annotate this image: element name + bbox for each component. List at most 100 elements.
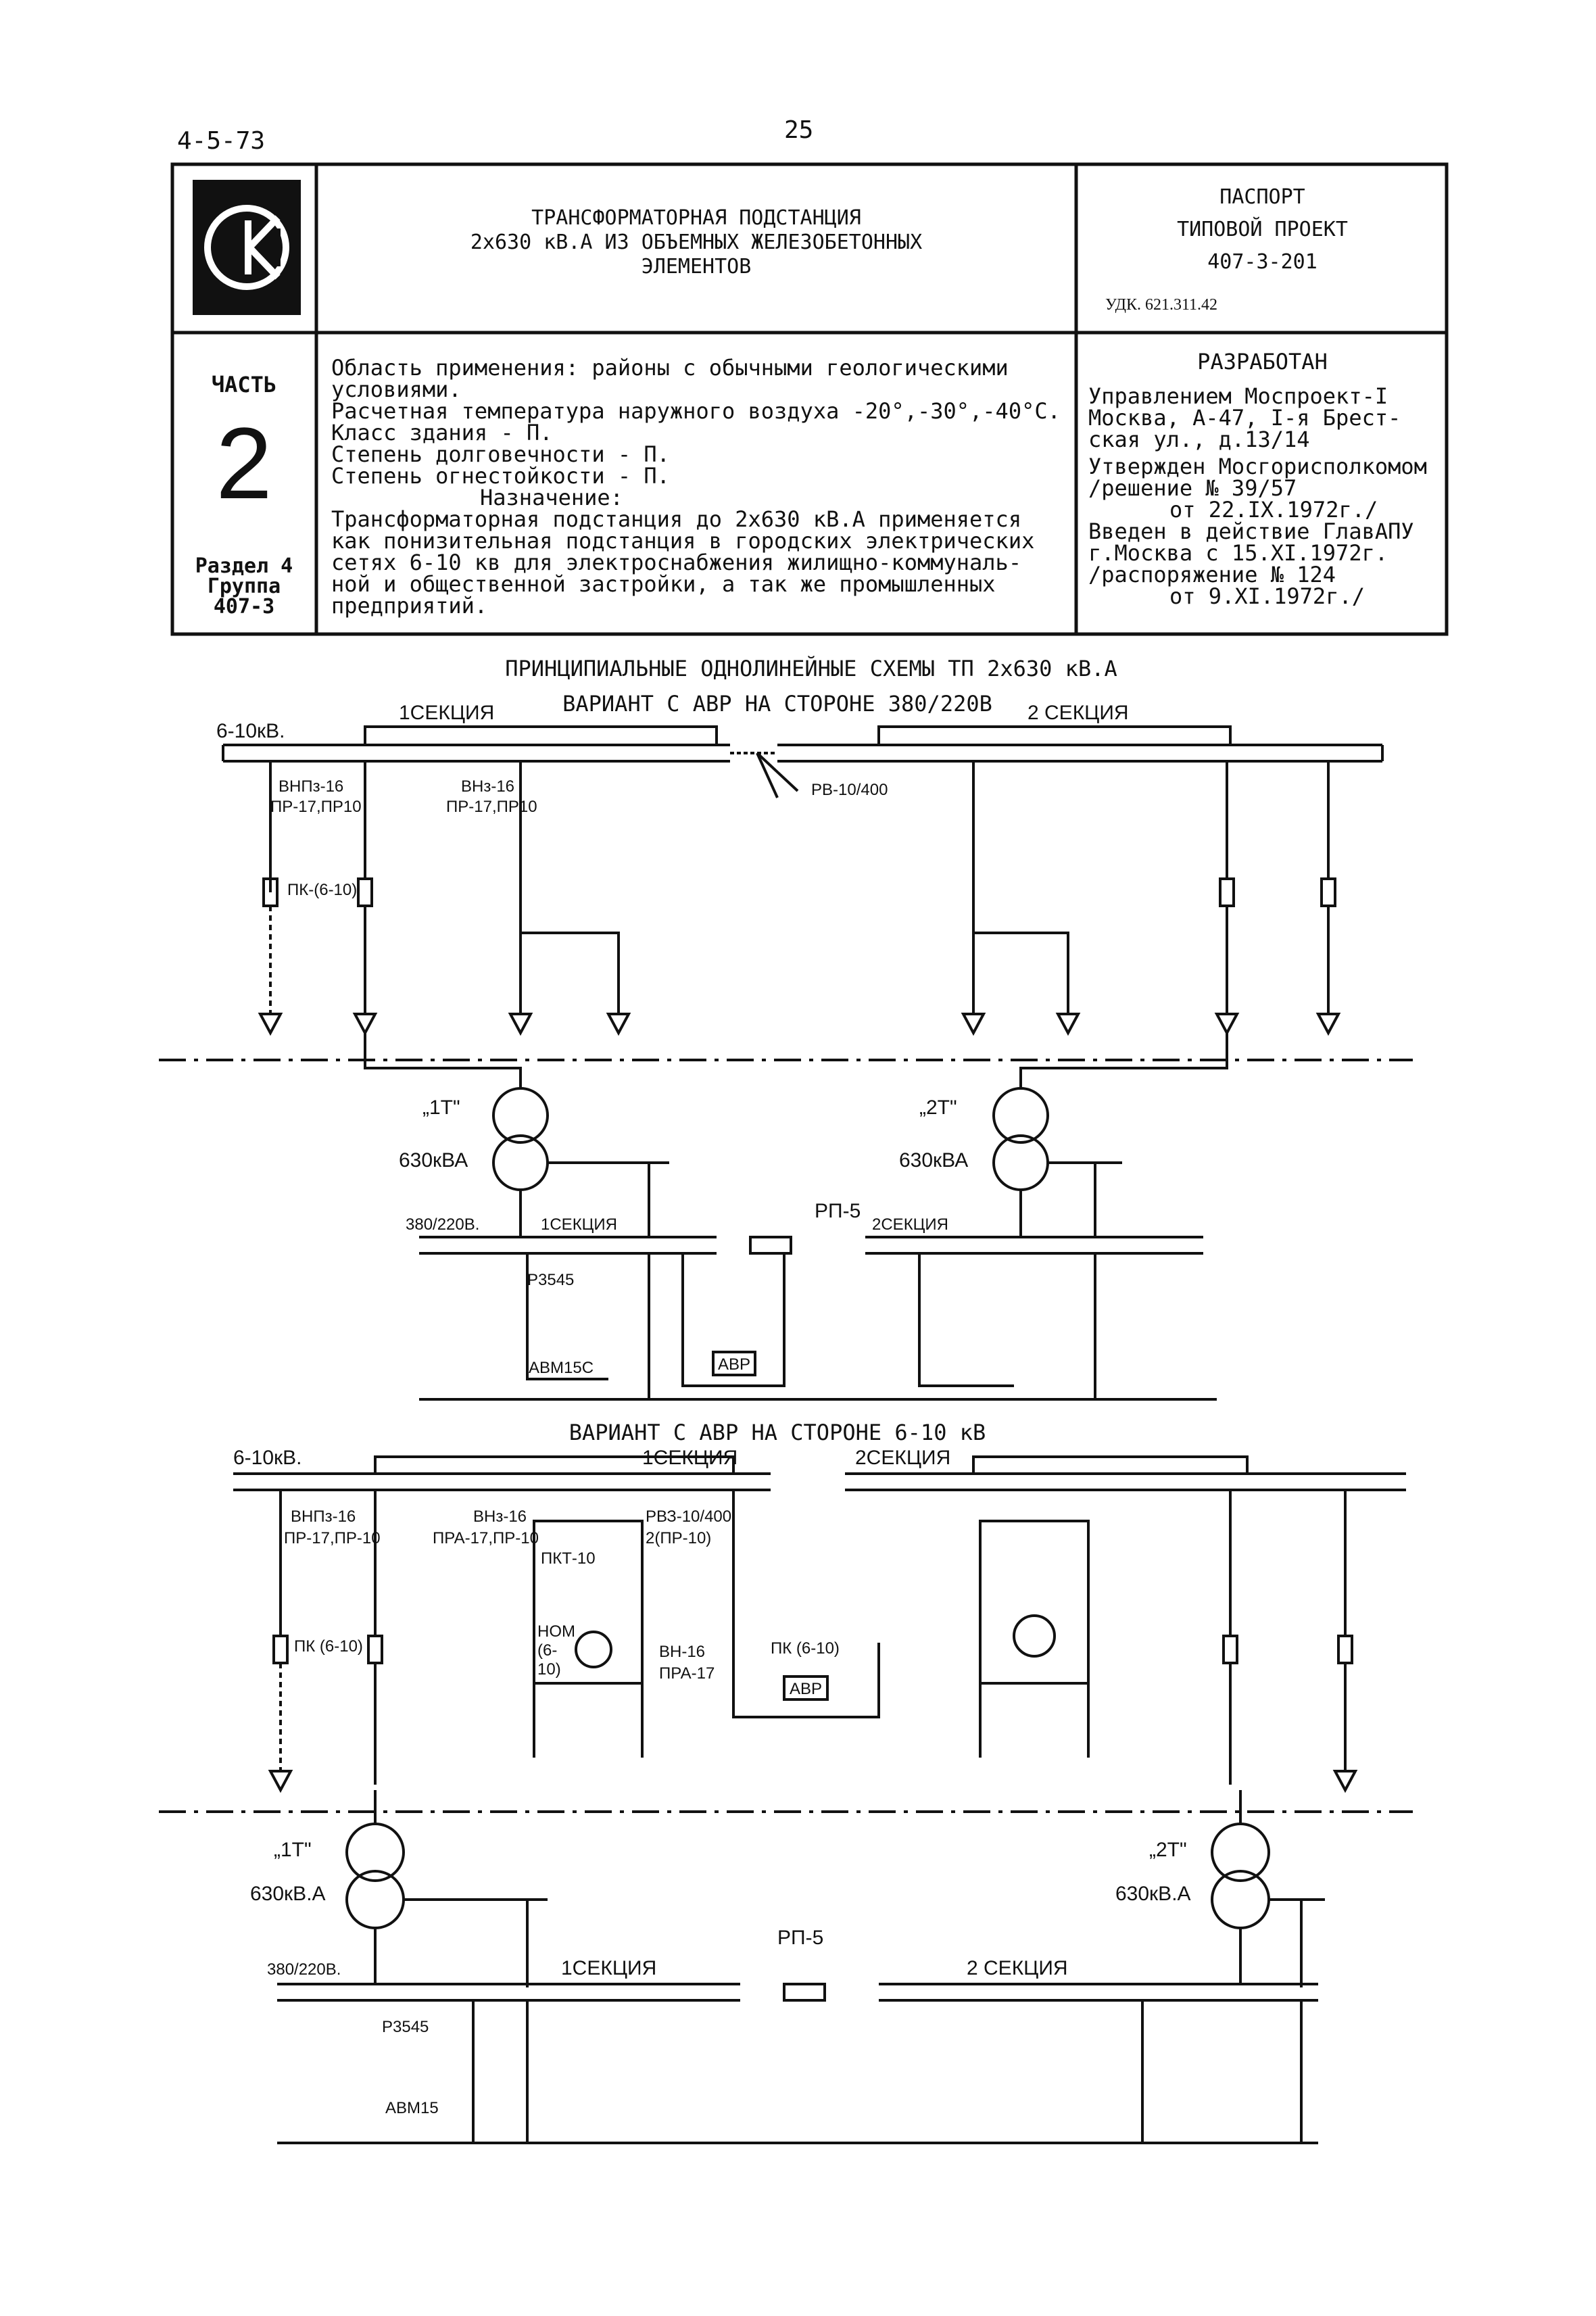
v2-relay-label: Р3545 [382,2018,429,2036]
variant2-title: ВАРИАНТ С АВР НА СТОРОНЕ 6-10 кВ [569,1420,986,1445]
v2-hv-busbar-1 [233,1472,771,1491]
desc-line: ной и общественной застройки, а так же п… [331,571,996,597]
part-number: 2 [216,406,272,520]
v2-switch-rp-label: РП-5 [777,1927,824,1949]
feeder-right [1214,761,1341,1036]
udk-code: УДК. 621.311.42 [1105,296,1218,314]
lv-busbar-2 [865,1236,1203,1255]
project-title: ТРАНСФОРМАТОРНАЯ ПОДСТАНЦИЯ 2х630 кВ.А И… [324,206,1068,279]
project-title-line-3: ЭЛЕМЕНТОВ [641,255,752,279]
group-number: 407-3 [213,595,275,619]
v2-lv-busbar-2 [879,1983,1318,2002]
v2-transformer-2T [1211,1823,1270,1929]
v1-breaker-left-label: ВНПз-16 [279,777,344,796]
v1-disconnector-label: РВ-10/400 [811,781,888,799]
dev-line: от 9.XI.1972г./ [1169,583,1365,609]
developer-heading: РАЗРАБОТАН [1197,349,1328,375]
desc-line: Степень долговечности - П. [331,441,670,467]
v2-breaker-left-label: ВНПз-16 [291,1507,356,1526]
v2-t2-power: 630кВ.А [1115,1883,1191,1905]
v1-relay-label: Р3545 [527,1271,575,1289]
developer-text: Управлением Моспроект-I Москва, А-47, I-… [1088,385,1447,607]
v2-section2-label: 2СЕКЦИЯ [855,1447,951,1469]
v1-lv-voltage-label: 380/220В. [406,1215,480,1234]
variant1-title: ВАРИАНТ С АВР НА СТОРОНЕ 380/220В [562,691,992,717]
page-number: 25 [784,116,814,144]
v2-fuse-type-left: ПК (6-10) [294,1637,363,1656]
dev-line: /решение № 39/57 [1088,475,1297,501]
document-code: 4-5-73 [177,127,266,155]
dev-line: ская ул., д.13/14 [1088,427,1310,452]
v1-auto-breaker-label: АВМ15С [529,1359,594,1377]
desc-line: Назначение: [480,485,623,510]
feeder-left [258,761,378,1036]
project-number: 407-3-201 [1207,250,1317,274]
desc-line: условиями. [331,377,462,402]
v2-auto-breaker-label: АВМ15 [385,2099,439,2117]
v1-fuse-type-label: ПК-(6-10) [287,881,358,899]
v2-vt-label: НОМ (6-10) [537,1622,575,1679]
v2-fuse-left-label: ПР-17,ПР-10 [284,1529,381,1547]
passport-block: ПАСПОРТ ТИПОВОЙ ПРОЕКТ 407-3-201 [1082,181,1443,279]
desc-line: Трансформаторная подстанция до 2х630 кВ.… [331,506,1022,532]
v2-lv-section2-label: 2 СЕКЦИЯ [967,1957,1068,1979]
v2-section1-label: 1СЕКЦИЯ [642,1447,738,1469]
v2-fuse-type-right: ПК (6-10) [771,1639,840,1658]
logo-mark [204,205,289,290]
v2-load-drive-label: ПРА-17 [659,1664,715,1683]
dev-line: от 22.IX.1972г./ [1169,497,1378,523]
v1-t2-power: 630кВА [899,1149,969,1172]
v1-hv-voltage-label: 6-10кВ. [216,720,285,742]
dev-line: г.Москва с 15.XI.1972г. [1088,540,1388,566]
v2-drive-label: 2(ПР-10) [646,1529,712,1547]
desc-line: как понизительная подстанция в городских… [331,528,1035,554]
desc-line: Область применения: районы с обычными ге… [331,355,1009,381]
v2-breaker-mid-label: ВНз-16 [473,1507,527,1526]
typical-project-label: ТИПОВОЙ ПРОЕКТ [1177,218,1348,241]
desc-line: Степень огнестойкости - П. [331,463,670,489]
v2-t1-label: „1Т" [274,1839,312,1861]
part-label: ЧАСТЬ [211,372,277,397]
diagram-title: ПРИНЦИПИАЛЬНЫЕ ОДНОЛИНЕЙНЫЕ СХЕМЫ ТП 2х6… [505,656,1117,681]
v1-section2-label: 2 СЕКЦИЯ [1027,702,1129,724]
v2-transformer-1T [345,1823,405,1929]
passport-label: ПАСПОРТ [1219,185,1305,209]
desc-line: сетях 6-10 кв для электроснабжения жилищ… [331,550,1022,575]
group-line: Группа [207,575,281,598]
v1-t1-label: „1Т" [422,1096,460,1119]
v1-lv-section1-label: 1СЕКЦИЯ [541,1215,618,1234]
v2-vt-fuse-label: ПКТ-10 [541,1549,596,1568]
v2-t2-label: „2Т" [1149,1839,1187,1861]
v2-lv-busbar-1 [277,1983,740,2002]
v1-fuse-mid-label: ПР-17,ПР10 [446,798,537,816]
desc-line: Класс здания - П. [331,420,553,445]
hv-busbar-1 [222,744,730,763]
dev-line: Москва, А-47, I-я Брест- [1088,405,1401,431]
dev-line: Введен в действие ГлавАПУ [1088,518,1414,544]
project-title-line-1: ТРАНСФОРМАТОРНАЯ ПОДСТАНЦИЯ [531,206,861,230]
v2-hv-busbar-2 [845,1472,1406,1491]
section-line: Раздел 4 [195,554,293,578]
hv-disconnector [730,752,799,798]
desc-line: предприятий. [331,593,488,619]
dev-line: Утвержден Мосгорисполкомом [1088,454,1427,479]
v2-disconnector-label: РВЗ-10/400 [646,1507,732,1526]
v1-t1-power: 630кВА [399,1149,468,1172]
section-info: Раздел 4 Группа 407-3 [174,556,314,617]
v1-avr-label: АВР [718,1355,751,1374]
v1-switch-rp-label: РП-5 [815,1200,861,1222]
v2-lv-section1-label: 1СЕКЦИЯ [561,1957,657,1979]
v2-t1-power: 630кВ.А [250,1883,326,1905]
description-text: Область применения: районы с обычными ге… [331,357,1071,617]
v2-load-breaker-label: ВН-16 [659,1643,706,1661]
v1-t2-label: „2Т" [919,1096,957,1119]
desc-line: Расчетная температура наружного воздуха … [331,398,1061,424]
dev-line: Управлением Моспроект-I [1088,383,1388,409]
v2-lv-voltage-label: 380/220В. [267,1960,341,1979]
project-title-line-2: 2х630 кВ.А ИЗ ОБЪЕМНЫХ ЖЕЛЕЗОБЕТОННЫХ [470,231,923,254]
v2-fuse-mid-label: ПРА-17,ПР-10 [433,1529,539,1547]
dev-line: /распоряжение № 124 [1088,562,1336,587]
